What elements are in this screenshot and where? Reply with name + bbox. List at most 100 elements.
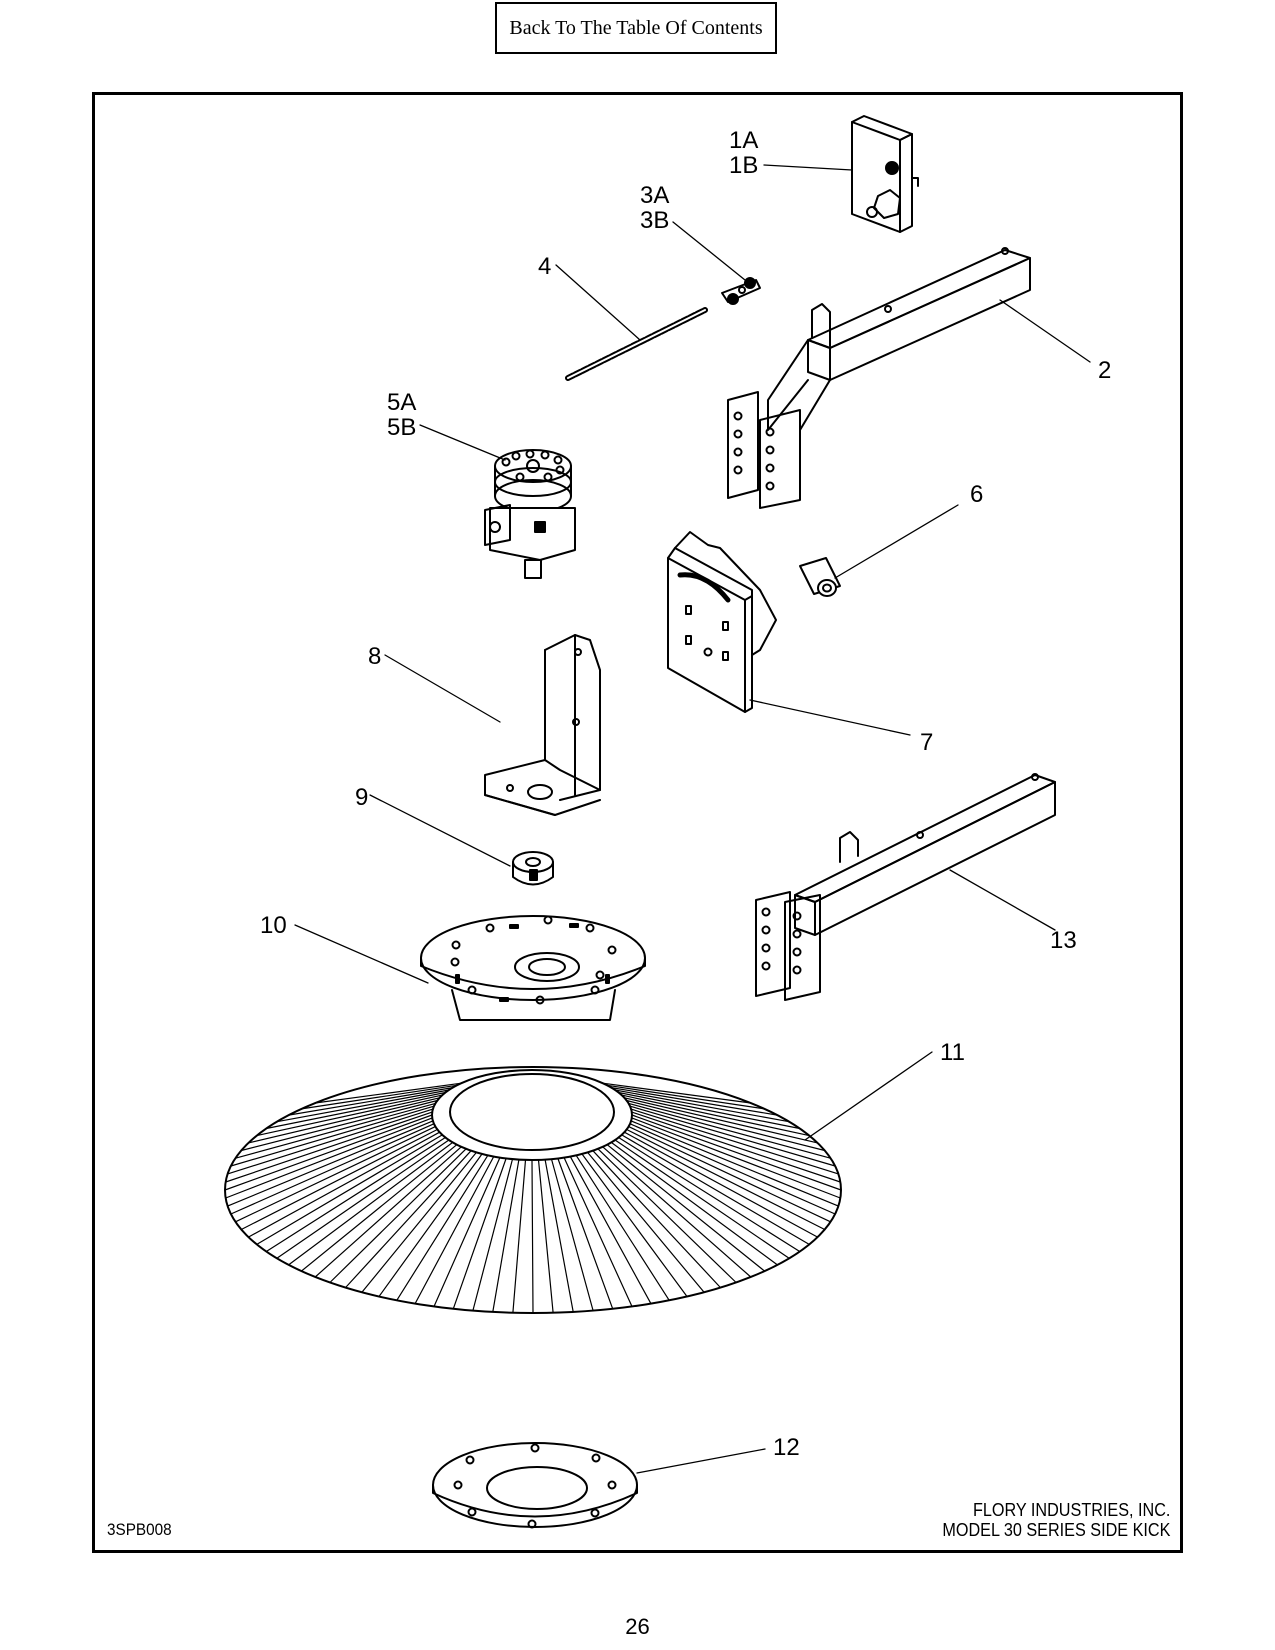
disk-rib bbox=[329, 1148, 467, 1284]
callout-1a: 1A bbox=[729, 127, 758, 154]
disk-rib bbox=[623, 1097, 819, 1144]
disk-rib bbox=[575, 1154, 670, 1301]
disk-rib bbox=[247, 1131, 441, 1238]
disk-rib bbox=[531, 1159, 534, 1314]
disk-rib bbox=[227, 1120, 434, 1207]
disk-rib bbox=[300, 1144, 458, 1272]
disk-rib bbox=[621, 1134, 810, 1246]
callout-3a: 3A bbox=[640, 182, 669, 209]
disk-rib bbox=[614, 1139, 790, 1259]
disk-rib bbox=[344, 1150, 472, 1289]
part-roller-chain bbox=[565, 307, 708, 381]
disk-rib bbox=[265, 1136, 446, 1253]
disk-rib bbox=[247, 1097, 441, 1144]
disk-rib bbox=[557, 1157, 614, 1310]
disk-rib bbox=[631, 1117, 841, 1199]
disk-rib bbox=[240, 1128, 438, 1231]
disk-rib bbox=[614, 1089, 790, 1123]
disk-rib bbox=[300, 1084, 458, 1110]
page-number: 26 bbox=[625, 1614, 650, 1639]
part-spinner-plate bbox=[420, 915, 646, 1021]
disk-rib bbox=[492, 1158, 520, 1313]
disk-rib bbox=[592, 1150, 722, 1289]
back-to-toc-button[interactable]: Back To The Table Of Contents bbox=[495, 2, 777, 54]
disk-rib bbox=[537, 1159, 554, 1314]
disk-rib bbox=[617, 1136, 801, 1253]
disk-rib bbox=[569, 1155, 652, 1305]
disk-rib bbox=[230, 1105, 435, 1167]
callout-2: 2 bbox=[1098, 357, 1111, 384]
part-control-box bbox=[851, 115, 919, 233]
disk-rib bbox=[288, 1141, 454, 1266]
disk-rib bbox=[256, 1134, 443, 1246]
callout-4: 4 bbox=[538, 253, 551, 280]
disk-rib bbox=[234, 1125, 436, 1223]
disk-rib bbox=[288, 1086, 454, 1116]
disk-rib bbox=[629, 1123, 836, 1215]
disk-rib bbox=[617, 1091, 801, 1130]
disk-rib bbox=[361, 1151, 477, 1293]
callout-5a: 5A bbox=[387, 389, 416, 416]
callout-5b: 5B bbox=[387, 414, 416, 441]
part-washer-plate bbox=[432, 1442, 638, 1529]
disk-rib bbox=[396, 1154, 489, 1301]
disk-rib bbox=[512, 1159, 527, 1314]
disk-rib bbox=[581, 1153, 688, 1298]
callout-13: 13 bbox=[1050, 927, 1077, 954]
disk-rib bbox=[227, 1108, 434, 1175]
company-block: FLORY INDUSTRIES, INC. MODEL 30 SERIES S… bbox=[917, 1500, 1170, 1540]
part-adjustment-plate bbox=[667, 531, 777, 713]
disk-rib bbox=[626, 1099, 826, 1152]
disk-rib bbox=[627, 1125, 832, 1223]
callout-9: 9 bbox=[355, 784, 368, 811]
disk-rib bbox=[230, 1123, 435, 1215]
callout-11: 11 bbox=[940, 1039, 965, 1066]
disk-rib bbox=[606, 1084, 766, 1110]
part-spacer bbox=[799, 557, 841, 597]
disk-rib bbox=[225, 1117, 433, 1199]
callout-1b: 1B bbox=[729, 152, 758, 179]
callout-12: 12 bbox=[773, 1434, 800, 1461]
disk-rib bbox=[631, 1114, 842, 1191]
disk-rib bbox=[629, 1105, 836, 1167]
disk-rib bbox=[623, 1131, 819, 1238]
disk-rib bbox=[631, 1111, 841, 1183]
part-upper-arm bbox=[727, 247, 1031, 509]
disk-rib bbox=[225, 1111, 433, 1183]
disk-rib bbox=[602, 1082, 752, 1104]
callout-labels: 1A 1B 2 3A 3B 4 5A 5B 6 7 8 9 10 11 12 1… bbox=[260, 127, 1111, 1461]
disk-rib bbox=[544, 1158, 574, 1313]
disk-rib bbox=[224, 1114, 433, 1191]
disk-rib bbox=[597, 1148, 737, 1284]
disk-rib bbox=[610, 1141, 779, 1266]
disk-rib bbox=[314, 1082, 462, 1104]
disk-rib bbox=[234, 1102, 436, 1159]
part-hydraulic-motor bbox=[484, 449, 576, 579]
drawing-frame: 3SPB008 FLORY INDUSTRIES, INC. MODEL 30 … bbox=[92, 92, 1183, 1553]
disk-rib bbox=[621, 1094, 810, 1137]
disk-rib bbox=[627, 1102, 832, 1159]
disk-rib bbox=[452, 1157, 507, 1310]
disk-rib bbox=[276, 1089, 450, 1123]
disk-rib bbox=[606, 1144, 766, 1272]
disk-rib bbox=[610, 1086, 779, 1116]
disk-rib bbox=[626, 1128, 826, 1231]
disk-rib bbox=[472, 1158, 514, 1312]
disk-rib bbox=[256, 1094, 443, 1137]
disk-rib bbox=[602, 1146, 752, 1278]
callout-10: 10 bbox=[260, 912, 287, 939]
part-chain-connector bbox=[721, 277, 761, 305]
part-lower-arm bbox=[755, 773, 1056, 1001]
disk-rib bbox=[586, 1151, 705, 1293]
disk-rib bbox=[630, 1108, 840, 1175]
part-motor-bracket bbox=[484, 634, 601, 816]
disk-rib bbox=[240, 1099, 438, 1152]
disk-rib bbox=[550, 1158, 594, 1312]
callout-3b: 3B bbox=[640, 207, 669, 234]
disk-rib bbox=[563, 1156, 633, 1308]
disk-rib bbox=[630, 1120, 840, 1207]
callout-6: 6 bbox=[970, 481, 983, 508]
disk-rib bbox=[378, 1153, 483, 1298]
disk-rib bbox=[314, 1146, 462, 1278]
